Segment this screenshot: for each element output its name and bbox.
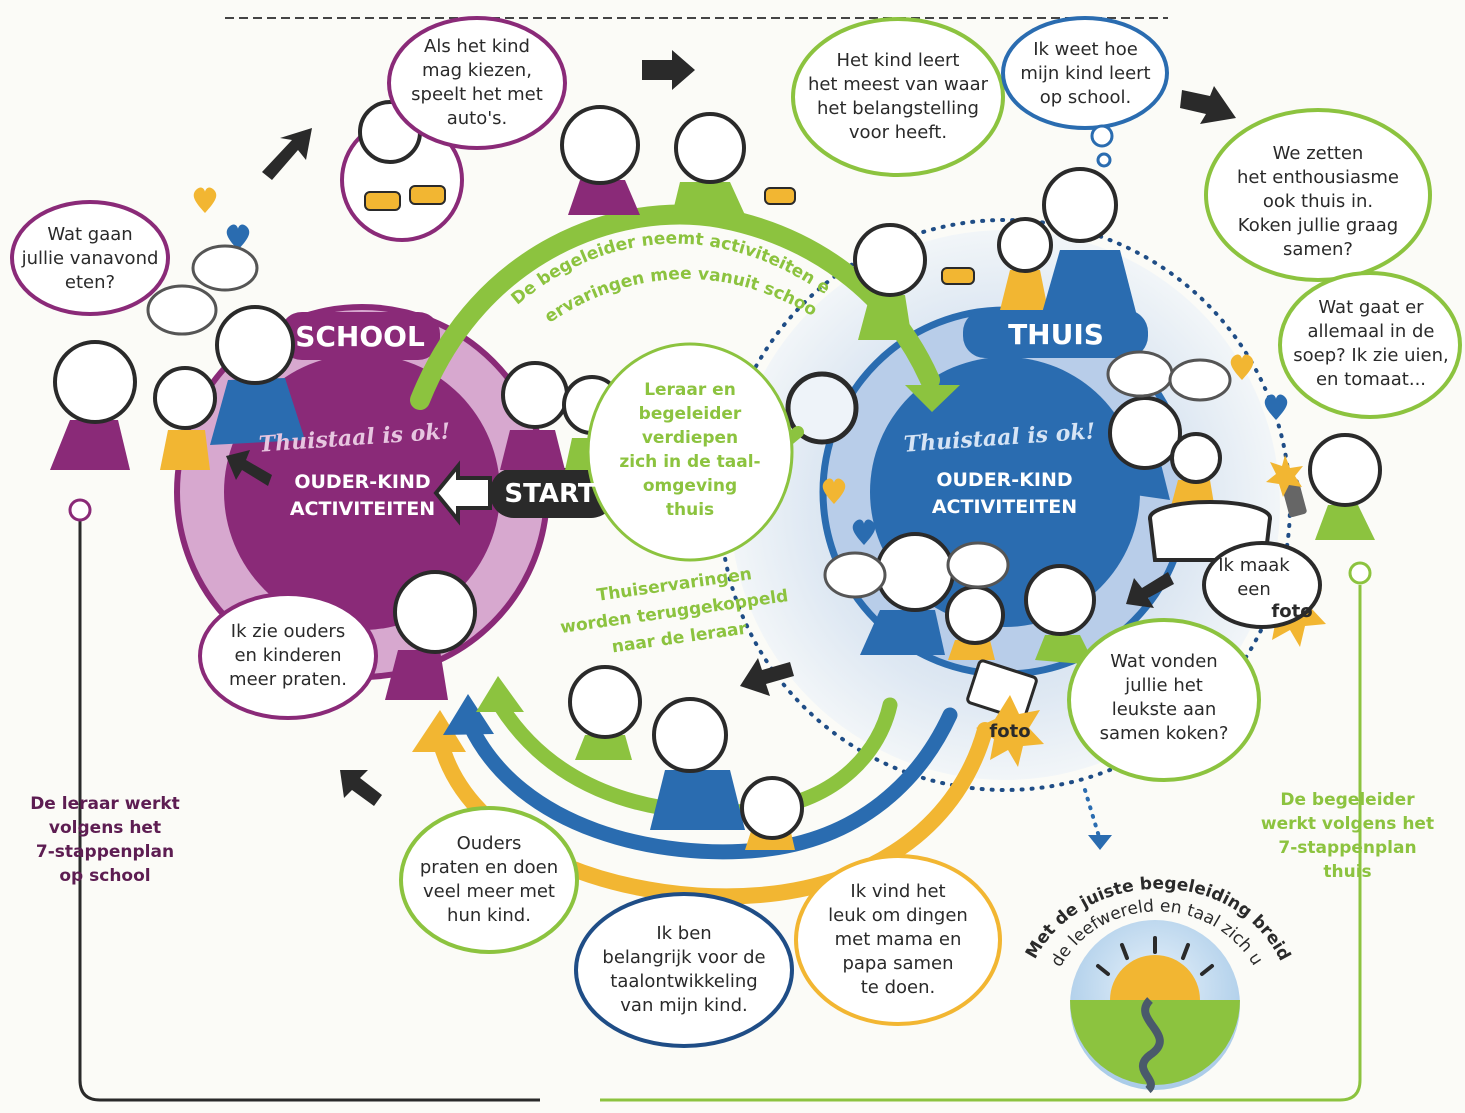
heart-icon-5 <box>822 478 846 504</box>
bottom-yellow-arrowhead-icon <box>412 710 466 752</box>
bubble-soep <box>1278 271 1462 419</box>
figure-teacher-left <box>210 305 305 445</box>
bubble-leuk-dingen <box>794 854 1002 1026</box>
bubble-soep-text: Wat gaat er allemaal in de soep? Ik zie … <box>1293 297 1449 390</box>
heart-icon-1 <box>193 187 217 213</box>
bubble-leuk-dingen-text: Ik vind het leuk om dingen met mama en p… <box>828 881 968 998</box>
foto-badge-1: foto <box>1271 601 1312 622</box>
bubble-leert-meest <box>791 17 1005 177</box>
bottom-green-arrowhead-icon <box>476 676 524 712</box>
figure-pair-top <box>560 105 746 215</box>
bubble-leukste-text: Wat vonden jullie het leukste aan samen … <box>1099 651 1229 744</box>
school-label: SCHOOL <box>295 320 425 353</box>
figure-begeleider-right <box>1281 433 1382 540</box>
chat-icon-2 <box>146 284 218 336</box>
river-path <box>1139 997 1164 1094</box>
bubble-weet-hoe <box>1001 16 1169 130</box>
bubble-belangrijk <box>574 892 794 1048</box>
start-label: START <box>504 479 595 509</box>
arrow-icon-3 <box>1180 86 1236 124</box>
bubble-maak-foto-text: Ik maak een <box>1218 555 1290 600</box>
bubble-enthousiasme <box>1204 108 1432 282</box>
toy-car-icon-1 <box>364 191 401 211</box>
magnifier-icon <box>785 371 859 445</box>
left-frame-ring <box>68 498 92 522</box>
thuis-center-text: OUDER-KIND ACTIVITEITEN <box>931 469 1078 518</box>
toy-car-icon-2 <box>409 185 446 205</box>
bubble-ouders-doen-text: Ouders praten en doen veel meer met hun … <box>419 833 559 926</box>
right-frame-ring <box>1348 561 1372 585</box>
sun-icon <box>1110 955 1200 1000</box>
bubble-ouders-praten-text: Ik zie ouders en kinderen meer praten. <box>229 621 347 690</box>
arrow-icon-5 <box>740 658 794 696</box>
horizon-arrowhead-icon <box>1088 835 1112 850</box>
bubble-enthousiasme-text: We zetten het enthousiasme ook thuis in.… <box>1236 143 1400 260</box>
heart-icon-3 <box>1230 354 1254 380</box>
chat-icon-6 <box>946 541 1010 589</box>
chat-icon-4 <box>1168 358 1232 402</box>
bubble-belangrijk-text: Ik ben belangrijk voor de taalontwikkeli… <box>602 923 766 1016</box>
bubble-ouders-praten <box>198 592 378 720</box>
figure-family-top <box>997 167 1138 320</box>
chat-icon-1 <box>191 244 259 292</box>
horizon-dotted-line <box>1083 788 1102 842</box>
chat-icon-5 <box>823 551 887 599</box>
arrow-icon-1 <box>262 128 312 180</box>
heart-icon-4 <box>1264 394 1288 420</box>
heart-icon-2 <box>226 224 250 250</box>
bottom-blue-arrowhead-icon <box>443 694 494 735</box>
school-label-plate <box>280 312 440 360</box>
foto-badge-2: foto <box>989 721 1030 742</box>
arrow-icon-7 <box>226 450 272 486</box>
bubble-leukste <box>1067 618 1261 782</box>
figure-family-middle-bottom <box>568 665 804 850</box>
start-arrow-icon <box>433 460 492 526</box>
school-center-text: OUDER-KIND ACTIVITEITEN <box>289 471 436 520</box>
bubble-leraar-verdiepen-text: Leraar en begeleider verdiepen zich in d… <box>619 380 761 520</box>
top-green-arrowhead-icon <box>905 385 960 412</box>
bubble-leraar-verdiepen <box>586 342 794 562</box>
bubble-weet-hoe-text: Ik weet hoe mijn kind leert op school. <box>1020 39 1151 108</box>
figure-parent-left <box>50 340 137 470</box>
bottom-blue-arc <box>462 707 958 860</box>
start-plate <box>490 468 615 518</box>
bubble-weet-hoe-tail-1 <box>1090 124 1114 148</box>
bubble-wat-eten <box>10 200 170 316</box>
bubble-kind-kiezen <box>387 16 567 150</box>
left-frame-line <box>78 520 540 1102</box>
bubble-kind-kiezen-text: Als het kind mag kiezen, speelt het met … <box>411 36 543 129</box>
note-leraar: De leraar werkt volgens het 7-stappenpla… <box>30 794 180 886</box>
foto-star-icon-2 <box>976 695 1044 767</box>
spark-icon <box>1266 455 1303 497</box>
heart-icon-6 <box>852 519 876 545</box>
bubble-leert-meest-text: Het kind leert het meest van waar het be… <box>807 50 989 143</box>
figure-begeleider-top <box>853 223 927 340</box>
thuis-label: THUIS <box>1008 318 1104 351</box>
chat-icon-3 <box>1106 350 1174 398</box>
bubble-maak-foto <box>1202 541 1322 629</box>
sun-rays <box>1096 936 1214 976</box>
figure-child-left <box>153 366 217 470</box>
thuis-label-plate <box>963 310 1148 358</box>
bubble-ouders-doen <box>399 806 579 954</box>
note-begeleider: De begeleider werkt volgens het 7-stappe… <box>1260 790 1435 882</box>
photo-card-icon <box>966 659 1038 721</box>
bubble-wat-eten-text: Wat gaan jullie vanavond eten? <box>21 224 159 293</box>
arrow-icon-4 <box>1126 572 1174 608</box>
toy-car-icon-3 <box>764 187 796 205</box>
right-frame-line <box>600 585 1362 1102</box>
arrow-icon-2 <box>642 50 695 90</box>
horizon-land <box>1070 1000 1240 1085</box>
figure-parent-bottom-left <box>385 570 477 700</box>
bubble-weet-hoe-tail-2 <box>1096 152 1112 168</box>
arrow-icon-6 <box>340 770 382 806</box>
toy-car-icon-4 <box>941 267 975 285</box>
